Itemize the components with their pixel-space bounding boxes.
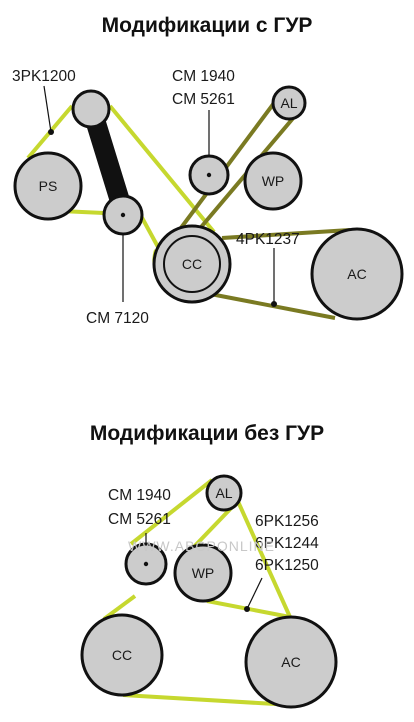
label-cm1940-bottom: CM 1940 bbox=[108, 487, 171, 504]
pulley-cc-bottom: CC bbox=[80, 613, 164, 697]
pulley-cc-label: CC bbox=[182, 256, 202, 272]
label-cm5261-bottom: CM 5261 bbox=[108, 511, 171, 528]
label-6pk1244: 6PK1244 bbox=[255, 535, 319, 552]
pulley-idler-cm1940 bbox=[188, 154, 230, 196]
pulley-al-label: AL bbox=[280, 95, 297, 111]
pulley-al-bottom-label: AL bbox=[215, 485, 232, 501]
pulley-wp-bottom-label: WP bbox=[192, 565, 215, 581]
pulley-wp-top: WP bbox=[243, 151, 303, 211]
label-4pk1237: 4PK1237 bbox=[236, 231, 300, 248]
pulley-ac-bottom: AC bbox=[244, 615, 338, 709]
pulley-tensioner-cm7120 bbox=[102, 194, 144, 236]
diagram-top: PS AL WP CC AC 3PK120 bbox=[12, 68, 404, 327]
pulley-wp-label: WP bbox=[262, 173, 285, 189]
pulley-cc-bottom-label: CC bbox=[112, 647, 132, 663]
label-cm7120: CM 7120 bbox=[86, 310, 149, 327]
pulley-ps: PS bbox=[13, 151, 83, 221]
pulley-al-top: AL bbox=[271, 85, 307, 121]
title-without-power-steering: Модификации без ГУР bbox=[89, 422, 325, 445]
watermark: WWW.ABCPONLINE bbox=[128, 538, 275, 554]
pulley-ac-label: AC bbox=[347, 266, 366, 282]
pulley-ps-label: PS bbox=[39, 178, 58, 194]
pulley-tensioner-top bbox=[71, 89, 111, 129]
pulley-cc-top: CC bbox=[152, 224, 232, 304]
pulley-wp-bottom: WP bbox=[173, 543, 233, 603]
label-cm5261-top: CM 5261 bbox=[172, 91, 235, 108]
label-6pk1250: 6PK1250 bbox=[255, 557, 319, 574]
pulley-al-bottom: AL bbox=[205, 474, 243, 512]
pulley-idler-bottom bbox=[124, 542, 168, 586]
label-cm1940-top: CM 1940 bbox=[172, 68, 235, 85]
label-6pk1256: 6PK1256 bbox=[255, 513, 319, 530]
title-with-power-steering: Модификации с ГУР bbox=[101, 14, 313, 37]
pulley-ac-bottom-label: AC bbox=[281, 654, 300, 670]
pulley-ac-top: AC bbox=[310, 227, 404, 321]
diagram-bottom: AL WP CC AC CM 1940 CM 5261 6PK1256 6PK1… bbox=[80, 474, 338, 709]
label-3pk1200: 3PK1200 bbox=[12, 68, 76, 85]
